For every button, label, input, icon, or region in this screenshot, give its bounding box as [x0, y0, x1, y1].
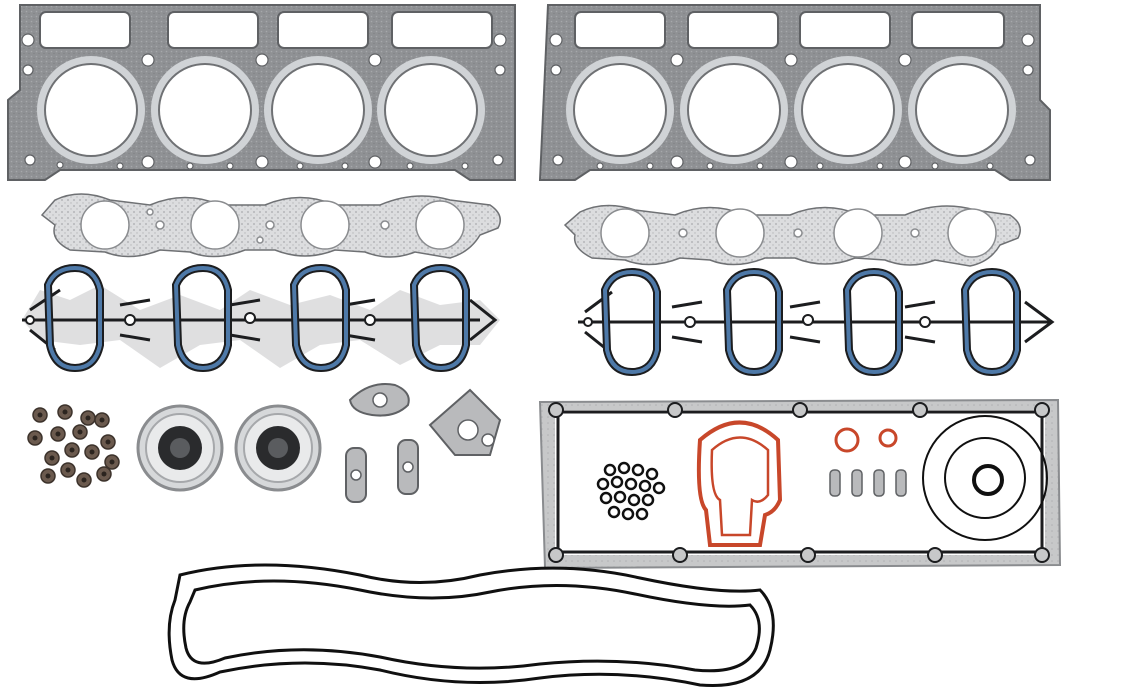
intake-manifold-gasket-left	[22, 263, 500, 373]
exhaust-manifold-gasket-left	[40, 193, 501, 259]
valve-cover-gaskets	[167, 563, 775, 688]
exhaust-manifold-gasket-right	[563, 204, 1021, 267]
intake-manifold-gasket-right	[578, 267, 1055, 377]
cylinder-head-gasket-right	[538, 4, 1051, 181]
valve-stem-seals	[27, 404, 120, 488]
lifter-valley-cover-gasket	[538, 398, 1062, 570]
camshaft-seal-left	[136, 404, 224, 492]
egr-gaskets	[345, 383, 502, 503]
cylinder-head-gasket-left	[7, 4, 516, 181]
camshaft-seal-right	[234, 404, 322, 492]
